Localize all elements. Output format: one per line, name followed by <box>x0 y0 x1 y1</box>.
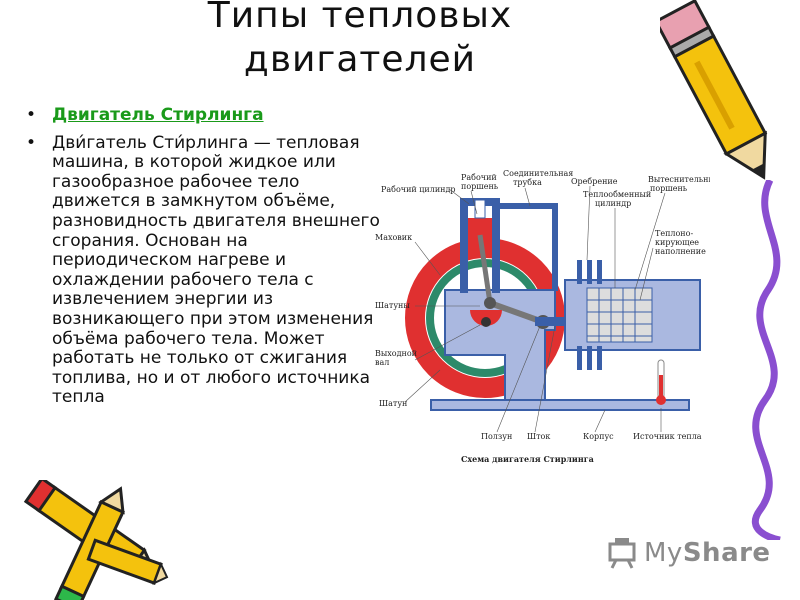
label-heat-filler-2: кирующее <box>655 238 699 247</box>
label-rod: Шатун <box>379 399 407 408</box>
label-working-cylinder: Рабочий цилиндр <box>381 185 456 194</box>
label-rods: Шатуны <box>375 301 410 310</box>
label-displacer-2: поршень <box>650 184 688 193</box>
bullet-icon: • <box>26 132 37 153</box>
label-displacer-1: Вытеснительный <box>648 175 710 184</box>
logo-text-b: Share <box>682 538 771 568</box>
title-line-1: Типы тепловых <box>207 0 513 36</box>
label-output-shaft-2: вал <box>375 358 389 367</box>
label-connecting-tube-1: Соединительная <box>503 169 573 178</box>
label-connecting-tube-2: трубка <box>513 178 542 187</box>
label-output-shaft-1: Выходной <box>375 349 417 358</box>
myshared-logo: MyShare <box>606 534 786 574</box>
label-body: Корпус <box>583 432 614 441</box>
bullet-list: • Двигатель Стирлинга • Дви́гатель Сти́р… <box>22 105 382 416</box>
stirling-description: Дви́гатель Сти́рлинга — тепловая машина,… <box>52 132 380 408</box>
label-heat-filler-3: наполнение <box>655 247 706 256</box>
scribble-decoration <box>751 180 781 540</box>
bullet-icon: • <box>26 105 37 125</box>
stirling-engine-link[interactable]: Двигатель Стирлинга <box>52 105 264 125</box>
list-item: • Двигатель Стирлинга <box>22 105 382 126</box>
label-heat-filler-1: Теплоно- <box>655 229 693 238</box>
list-item: • Дви́гатель Сти́рлинга — тепловая машин… <box>22 132 382 408</box>
slide-title: Типы тепловых двигателей <box>150 0 570 82</box>
label-working-piston-1: Рабочий <box>461 173 497 182</box>
diagram-caption: Схема двигателя Стирлинга <box>461 454 594 464</box>
label-working-piston-2: поршень <box>461 182 499 191</box>
label-slider: Ползун <box>481 432 512 441</box>
logo-icon <box>608 538 636 569</box>
pencil-icon <box>660 0 768 180</box>
label-heat-source: Источник тепла <box>633 432 702 441</box>
pencils-icon <box>23 480 169 600</box>
label-heat-exchange-2: цилиндр <box>595 199 631 208</box>
label-heat-exchange-1: Теплообменный <box>583 190 651 199</box>
logo-text-a: My <box>644 538 683 568</box>
title-line-2: двигателей <box>243 39 477 80</box>
label-flywheel: Маховик <box>375 233 412 242</box>
label-finning: Оребрение <box>571 177 618 186</box>
stirling-engine-diagram: Рабочий цилиндр Рабочий поршень Соединит… <box>375 169 710 464</box>
logo-text: MyShare <box>644 538 771 568</box>
label-stem: Шток <box>527 432 550 441</box>
